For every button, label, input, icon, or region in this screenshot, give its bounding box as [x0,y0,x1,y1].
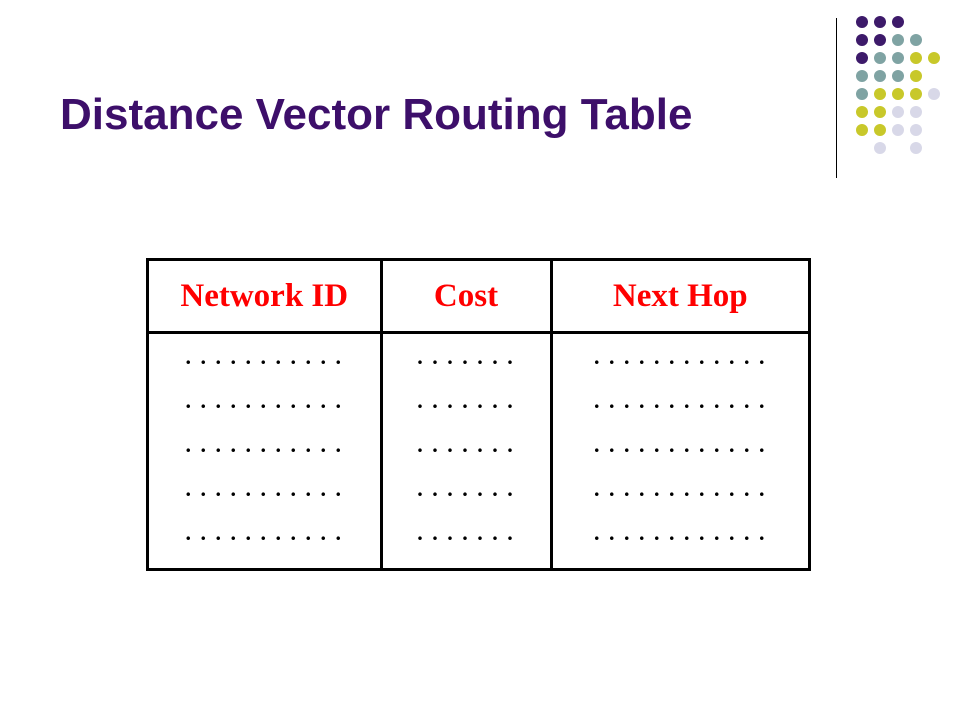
table-header-row: Network ID Cost Next Hop [149,261,808,334]
accent-dot [874,16,886,28]
accent-dot [928,88,940,100]
accent-dot [874,34,886,46]
accent-dot [910,124,922,136]
cost-cell: . . . . . . . . . . . . . . . . . . . . … [379,332,551,568]
accent-dot [910,106,922,118]
accent-dot [856,124,868,136]
dot-placeholder: . . . . . . . . . . . . [594,388,767,413]
dot-placeholder: . . . . . . . . . . . . [594,520,767,545]
accent-dot [892,70,904,82]
dot-placeholder: . . . . . . . [417,432,515,457]
accent-dot [892,124,904,136]
accent-dot [856,70,868,82]
accent-dot [856,106,868,118]
dot-placeholder: . . . . . . . . . . . . [594,432,767,457]
accent-dot [892,16,904,28]
accent-dot [874,52,886,64]
accent-dot [892,106,904,118]
dot-placeholder: . . . . . . . . . . . . [594,344,767,369]
accent-dot [874,70,886,82]
dot-placeholder: . . . . . . . . . . . . [594,476,767,501]
dot-placeholder: . . . . . . . . . . . [185,476,343,501]
column-header-network-id: Network ID [149,261,381,334]
accent-dot [856,52,868,64]
accent-dot [874,142,886,154]
accent-dot [892,34,904,46]
dot-placeholder: . . . . . . . [417,520,515,545]
accent-dot [892,52,904,64]
dot-placeholder: . . . . . . . . . . . [185,344,343,369]
slide-title: Distance Vector Routing Table [60,90,693,139]
accent-dot [910,34,922,46]
next-hop-cell: . . . . . . . . . . . . . . . . . . . . … [549,332,808,568]
accent-dot [856,88,868,100]
dot-placeholder: . . . . . . . [417,388,515,413]
accent-dot [928,52,940,64]
dot-placeholder: . . . . . . . . . . . [185,432,343,457]
accent-dot [874,124,886,136]
accent-dot [892,88,904,100]
accent-dot [874,88,886,100]
routing-table: Network ID Cost Next Hop . . . . . . . .… [149,261,808,568]
accent-dot [910,52,922,64]
accent-dot [910,70,922,82]
title-divider [836,18,837,178]
dot-placeholder: . . . . . . . [417,344,515,369]
dot-placeholder: . . . . . . . . . . . [185,388,343,413]
accent-dot [874,106,886,118]
dot-placeholder: . . . . . . . [417,476,515,501]
decorative-dot-grid [856,16,940,154]
accent-dot [856,34,868,46]
column-header-next-hop: Next Hop [549,261,808,334]
routing-table-frame: Network ID Cost Next Hop . . . . . . . .… [146,258,811,571]
accent-dot [910,88,922,100]
network-id-cell: . . . . . . . . . . . . . . . . . . . . … [149,333,381,569]
column-header-cost: Cost [379,261,551,334]
table-body-row: . . . . . . . . . . . . . . . . . . . . … [149,332,808,569]
accent-dot [856,16,868,28]
accent-dot [910,142,922,154]
dot-placeholder: . . . . . . . . . . . [185,520,343,545]
